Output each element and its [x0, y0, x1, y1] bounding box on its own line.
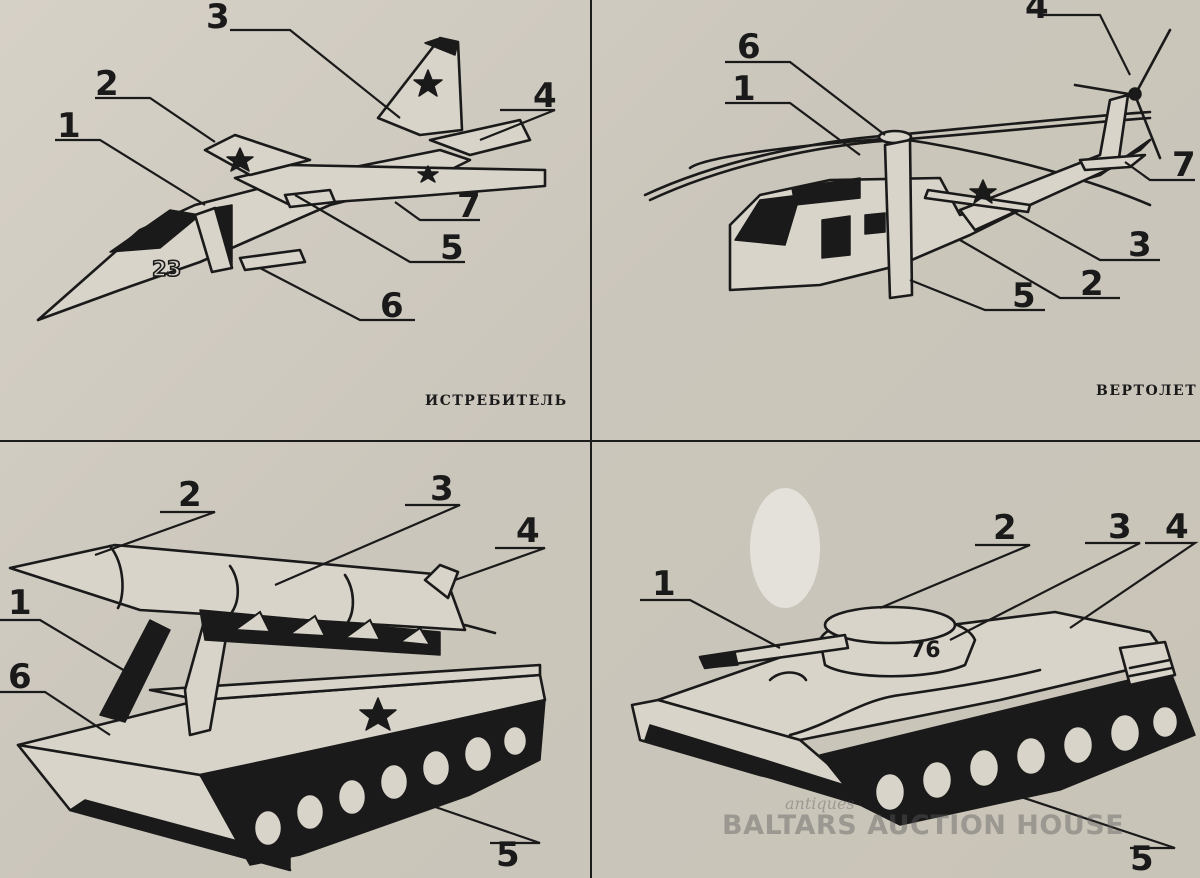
- fighter-caption: ИСТРЕБИТЕЛЬ: [425, 393, 568, 409]
- heli-callout-2: 2: [1080, 264, 1104, 304]
- tank-callout-4: 4: [1165, 507, 1189, 547]
- launcher-callout-3: 3: [430, 469, 454, 509]
- fighter-callout-7: 7: [457, 186, 481, 226]
- tank-callout-2: 2: [993, 508, 1017, 548]
- fighter-callout-1: 1: [57, 106, 81, 146]
- launcher-callout-2: 2: [178, 475, 202, 515]
- launcher-callout-6: 6: [8, 657, 32, 697]
- tank-callout-1: 1: [652, 564, 676, 604]
- fighter-callout-2: 2: [95, 64, 119, 104]
- watermark-auction-house: BALTARS AUCTION HOUSE: [722, 810, 1125, 841]
- missile-launcher-drawing: [0, 503, 547, 872]
- helicopter-caption: ВЕРТОЛЕТ: [1096, 383, 1198, 399]
- vertical-divider: [590, 0, 592, 878]
- tank-callout-3: 3: [1108, 507, 1132, 547]
- launcher-callouts: 2 3 4 1 6 5: [8, 469, 540, 875]
- fighter-callout-4: 4: [533, 76, 557, 116]
- heli-callout-1: 1: [732, 69, 756, 109]
- launcher-callout-5: 5: [496, 835, 520, 875]
- heli-callout-6: 6: [737, 27, 761, 67]
- heli-callout-5: 5: [1012, 276, 1036, 316]
- heli-callout-3: 3: [1128, 225, 1152, 265]
- fighter-callout-6: 6: [380, 286, 404, 326]
- fighter-callout-5: 5: [440, 228, 464, 268]
- tank-hull-number: 76: [910, 638, 941, 663]
- helicopter-drawing: [643, 13, 1195, 312]
- launcher-callout-4: 4: [516, 511, 540, 551]
- fighter-callout-3: 3: [206, 0, 230, 37]
- tank-drawing: 76: [630, 488, 1199, 850]
- helicopter-callouts: 6 1 4 7 3 2 5: [732, 0, 1196, 316]
- tank-callouts: 1 2 3 4 5: [652, 507, 1189, 878]
- fighter-drawing: 23: [36, 28, 556, 322]
- fighter-tail-number: 23: [152, 257, 181, 281]
- fighter-callouts: 3 2 1 4 7 5 6: [57, 0, 557, 326]
- launcher-callout-1: 1: [8, 583, 32, 623]
- horizontal-divider: [0, 440, 1200, 442]
- watermark-antiques: antiques: [785, 794, 855, 813]
- heli-callout-7: 7: [1172, 145, 1196, 185]
- tank-callout-5: 5: [1130, 839, 1154, 878]
- heli-callout-4: 4: [1025, 0, 1049, 27]
